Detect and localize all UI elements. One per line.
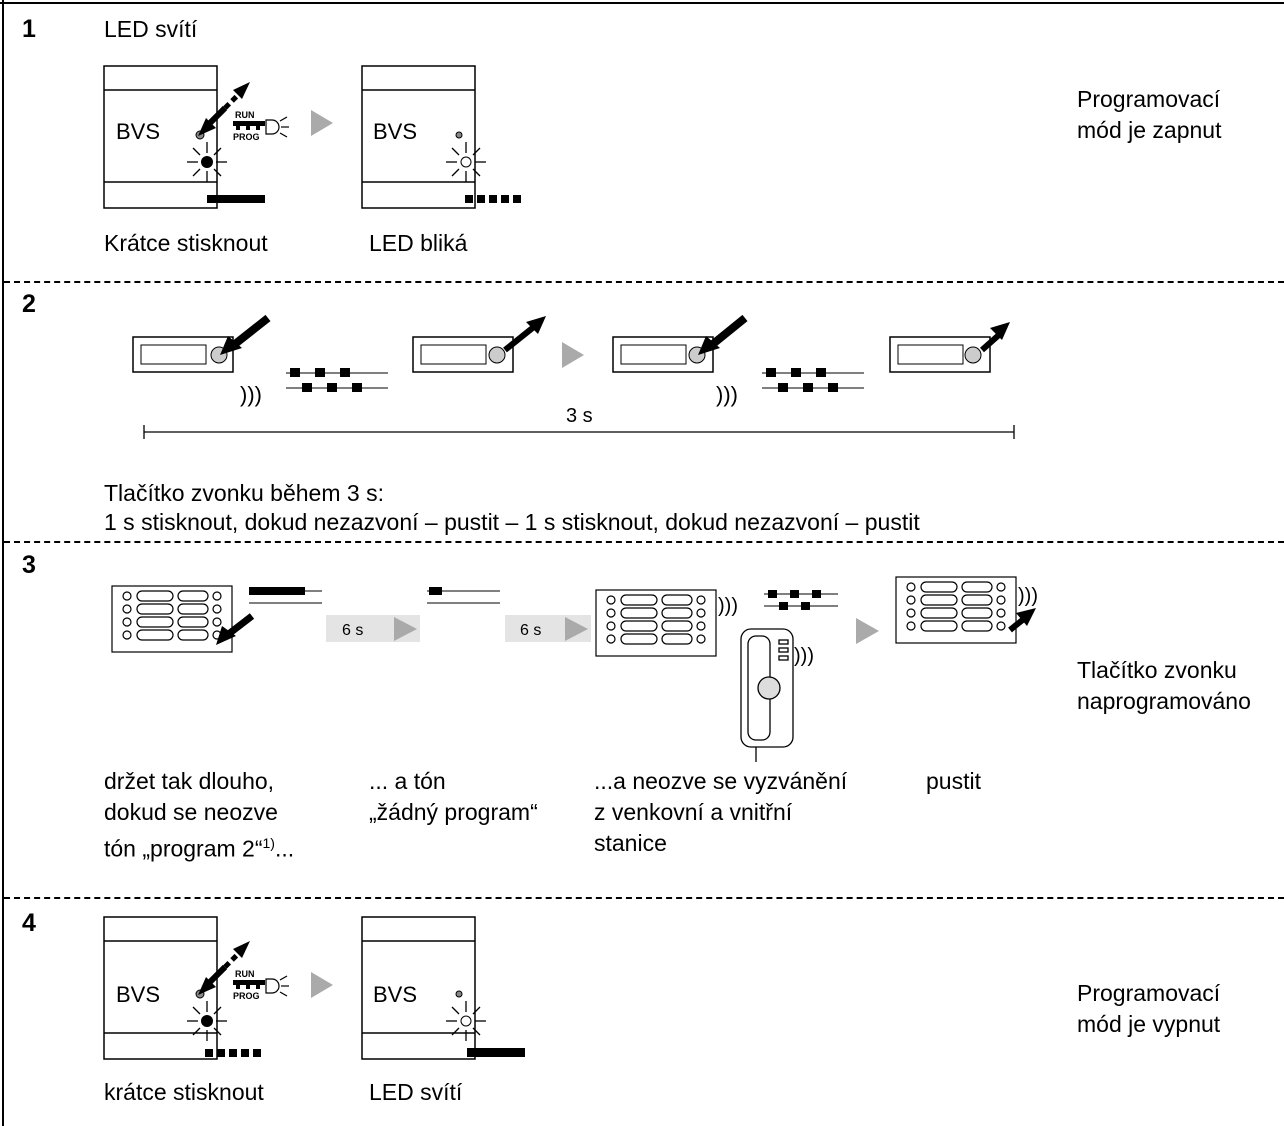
bvs-device-icon	[361, 65, 476, 209]
step-1-result-line-2: mód je zapnut	[1077, 117, 1222, 143]
timer-6s-badge	[326, 615, 420, 642]
section-divider-1	[4, 281, 1284, 283]
timer-label: 6 s	[520, 622, 541, 639]
svg-text:PROG: PROG	[233, 132, 260, 142]
led-blinking-indicator	[205, 1049, 261, 1057]
press-arrow-icon	[198, 82, 250, 136]
blinking-led-icon	[187, 989, 227, 1041]
step-4-caption-press: krátce stisknout	[104, 1079, 264, 1105]
footnote-marker: 1)	[262, 835, 275, 851]
step-3-caption-tone-line-1: ... a tón	[369, 768, 446, 794]
outdoor-station-icon	[111, 585, 233, 653]
blinking-led-icon	[446, 131, 486, 182]
lamp-icon	[265, 116, 289, 138]
outdoor-station-icon	[595, 589, 717, 657]
step-3-caption-hold-line-2: dokud se neozve	[104, 799, 278, 825]
step-3-number: 3	[22, 551, 36, 579]
outdoor-station-icon	[895, 576, 1017, 644]
bvs-label: BVS	[373, 119, 417, 144]
run-prog-switch-icon: RUN PROG	[233, 969, 265, 1001]
step-3-caption-ring-line-3: stanice	[594, 830, 667, 856]
press-arrow-icon	[216, 613, 255, 645]
bvs-device-icon	[103, 916, 218, 1060]
run-prog-switch-icon: RUN PROG	[233, 110, 265, 142]
step-3-result-line-2: naprogramováno	[1077, 688, 1251, 714]
step-3-caption-release: pustit	[926, 768, 981, 794]
step-1-header: LED svítí	[104, 16, 198, 42]
bvs-label: BVS	[116, 982, 160, 1007]
bell-button-panel-icon	[412, 336, 514, 373]
led-blinking-indicator	[465, 195, 521, 203]
bell-button-panel-icon	[132, 336, 234, 373]
press-arrow-icon	[198, 941, 250, 995]
press-arrow-icon	[698, 314, 748, 355]
timer-6s-badge	[505, 615, 591, 642]
svg-text:RUN: RUN	[235, 110, 255, 120]
step-1-caption-led: LED bliká	[369, 230, 468, 256]
step-4-number: 4	[22, 909, 36, 937]
signal-pulse-icon	[286, 368, 388, 392]
step-2-instruction-line-2: 1 s stisknout, dokud nezazvoní – pustit …	[104, 509, 920, 535]
press-arrow-icon	[220, 314, 271, 355]
next-arrow-icon	[311, 110, 333, 136]
release-arrow-icon	[1008, 608, 1036, 633]
led-steady-indicator	[207, 195, 265, 203]
step-2-instruction-line-1: Tlačítko zvonku během 3 s:	[104, 480, 384, 506]
svg-text:RUN: RUN	[235, 969, 255, 979]
left-border	[2, 0, 4, 1126]
blinking-led-icon	[187, 130, 227, 182]
step-2-number: 2	[22, 290, 36, 318]
bvs-device-icon	[361, 916, 476, 1060]
step-1-number: 1	[22, 15, 36, 43]
bvs-label: BVS	[373, 982, 417, 1007]
next-arrow-icon	[856, 618, 879, 644]
bell-button-panel-icon	[889, 336, 991, 373]
duration-line	[143, 425, 1015, 439]
led-icon	[446, 990, 486, 1041]
sound-wave-icon: )))	[716, 382, 738, 407]
tone-bar-short-icon	[427, 587, 500, 604]
step-4-result-line-2: mód je vypnut	[1077, 1011, 1221, 1037]
step-4-result-line-1: Programovací	[1077, 980, 1221, 1006]
duration-label: 3 s	[566, 405, 593, 427]
step-1-caption-press: Krátce stisknout	[104, 230, 268, 256]
led-steady-indicator	[467, 1048, 525, 1057]
step-3-caption-ring-line-1: ...a neozve se vyzvánění	[594, 768, 848, 794]
section-divider-2	[4, 541, 1284, 543]
sound-wave-icon: )))	[240, 382, 262, 407]
bvs-label: BVS	[116, 119, 160, 144]
next-arrow-icon	[311, 972, 333, 998]
tone-bar-long-icon	[249, 587, 322, 604]
step-3-caption-ring-line-2: z venkovní a vnitřní	[594, 799, 793, 825]
section-divider-3	[4, 897, 1284, 899]
sound-wave-icon: )))	[794, 645, 814, 667]
step-3-caption-hold-line-1: držet tak dlouho,	[104, 768, 275, 794]
timer-label: 6 s	[342, 622, 363, 639]
signal-pulse-icon	[762, 368, 864, 392]
lamp-icon	[265, 975, 289, 997]
next-arrow-icon	[562, 342, 584, 368]
signal-pulse-icon	[764, 590, 838, 610]
step-3-result-line-1: Tlačítko zvonku	[1077, 657, 1237, 683]
svg-text:PROG: PROG	[233, 991, 260, 1001]
step-1-result-line-1: Programovací	[1077, 86, 1221, 112]
release-arrow-icon	[980, 322, 1010, 353]
step-3-caption-tone-line-2: „žádný program“	[369, 799, 538, 825]
indoor-station-icon	[740, 628, 794, 762]
sound-wave-icon: )))	[718, 595, 738, 617]
step-4-caption-led: LED svítí	[369, 1079, 463, 1105]
top-border	[0, 2, 1284, 4]
bell-button-panel-icon	[612, 336, 714, 373]
release-arrow-icon	[503, 316, 546, 353]
step-3-caption-hold-line-3: tón „program 2“1)...	[104, 835, 295, 862]
sound-wave-icon: )))	[1018, 585, 1038, 607]
